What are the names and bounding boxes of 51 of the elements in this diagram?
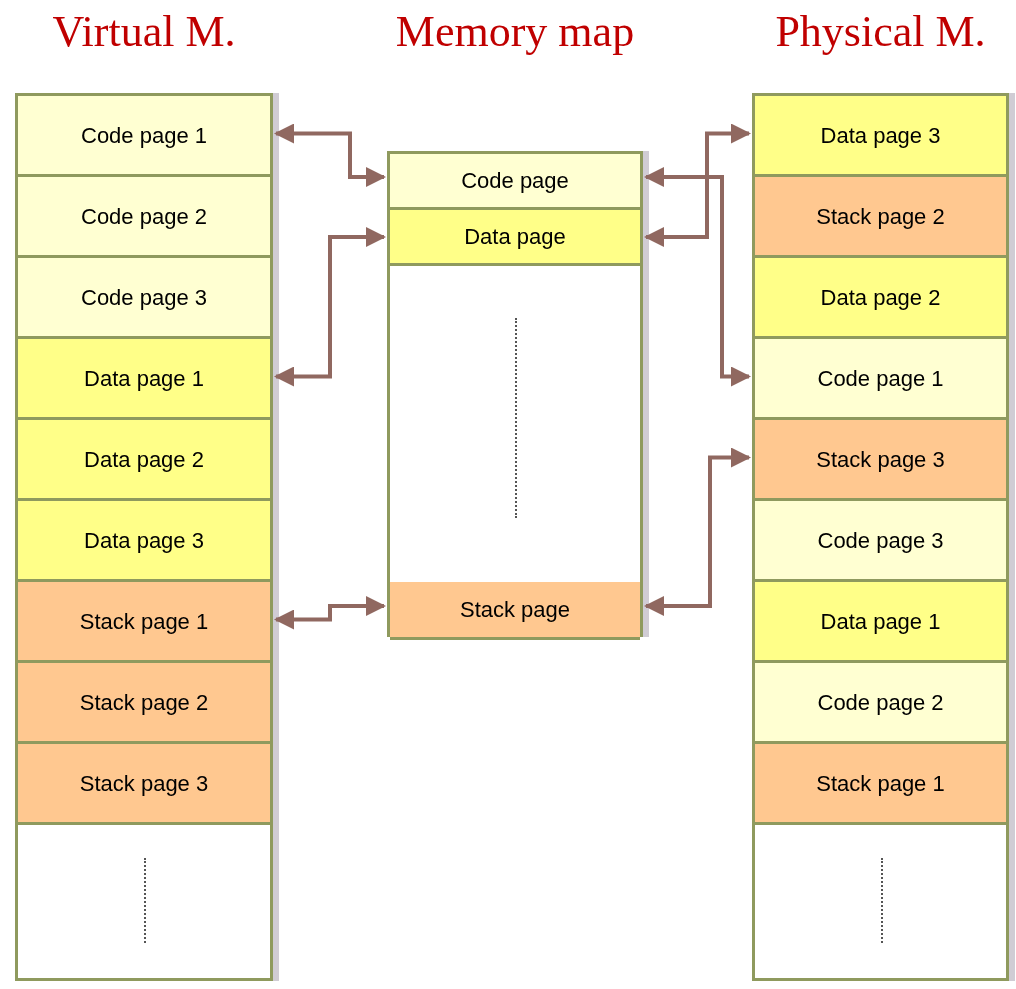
page-cell [755,663,1006,744]
page-label: Data page 1 [820,607,941,636]
page-cell [755,582,1006,663]
page-label: Data page 3 [820,121,941,150]
page-cell [755,96,1006,177]
page-cell [18,582,270,663]
double-arrow [274,596,386,630]
page-cell [390,154,640,210]
page-label: Code page [461,167,569,195]
double-arrow [644,447,751,616]
page-cell [755,420,1006,501]
column-heading: Memory map [394,6,636,58]
double-arrow [274,123,386,187]
page-label: Stack page 2 [79,688,209,717]
page-cell [18,501,270,582]
page-cell [18,96,270,177]
double-arrow [644,123,751,247]
page-label: Stack page 3 [79,769,209,798]
page-label: Data page [464,223,566,251]
page-label: Data page 1 [84,364,204,393]
page-cell [755,339,1006,420]
page-cell [18,177,270,258]
page-label: Stack page 1 [79,607,209,636]
page-label: Data page 3 [84,526,204,555]
page-cell [18,258,270,339]
double-arrow [644,167,751,387]
page-cell [18,420,270,501]
page-cell [755,258,1006,339]
page-label: Code page 2 [817,688,944,717]
page-cell [18,339,270,420]
page-cell [18,744,270,825]
page-label: Stack page 2 [816,202,945,231]
page-label: Stack page 1 [816,769,945,798]
page-label: Code page 1 [817,364,944,393]
column-heading: Physical M. [774,6,987,58]
page-cell [755,744,1006,825]
page-cell [18,663,270,744]
page-label: Data page 2 [84,445,204,474]
double-arrow [274,227,386,387]
page-label: Stack page [459,596,571,624]
page-cell [755,501,1006,582]
page-label: Data page 2 [820,283,941,312]
page-cell [755,177,1006,258]
page-label: Code page 3 [81,283,207,312]
page-label: Code page 1 [81,121,207,150]
page-label: Stack page 3 [816,445,945,474]
page-label: Code page 2 [81,202,207,231]
page-cell [390,210,640,266]
column-heading: Virtual M. [51,6,237,58]
page-cell [390,582,640,640]
page-label: Code page 3 [817,526,944,555]
